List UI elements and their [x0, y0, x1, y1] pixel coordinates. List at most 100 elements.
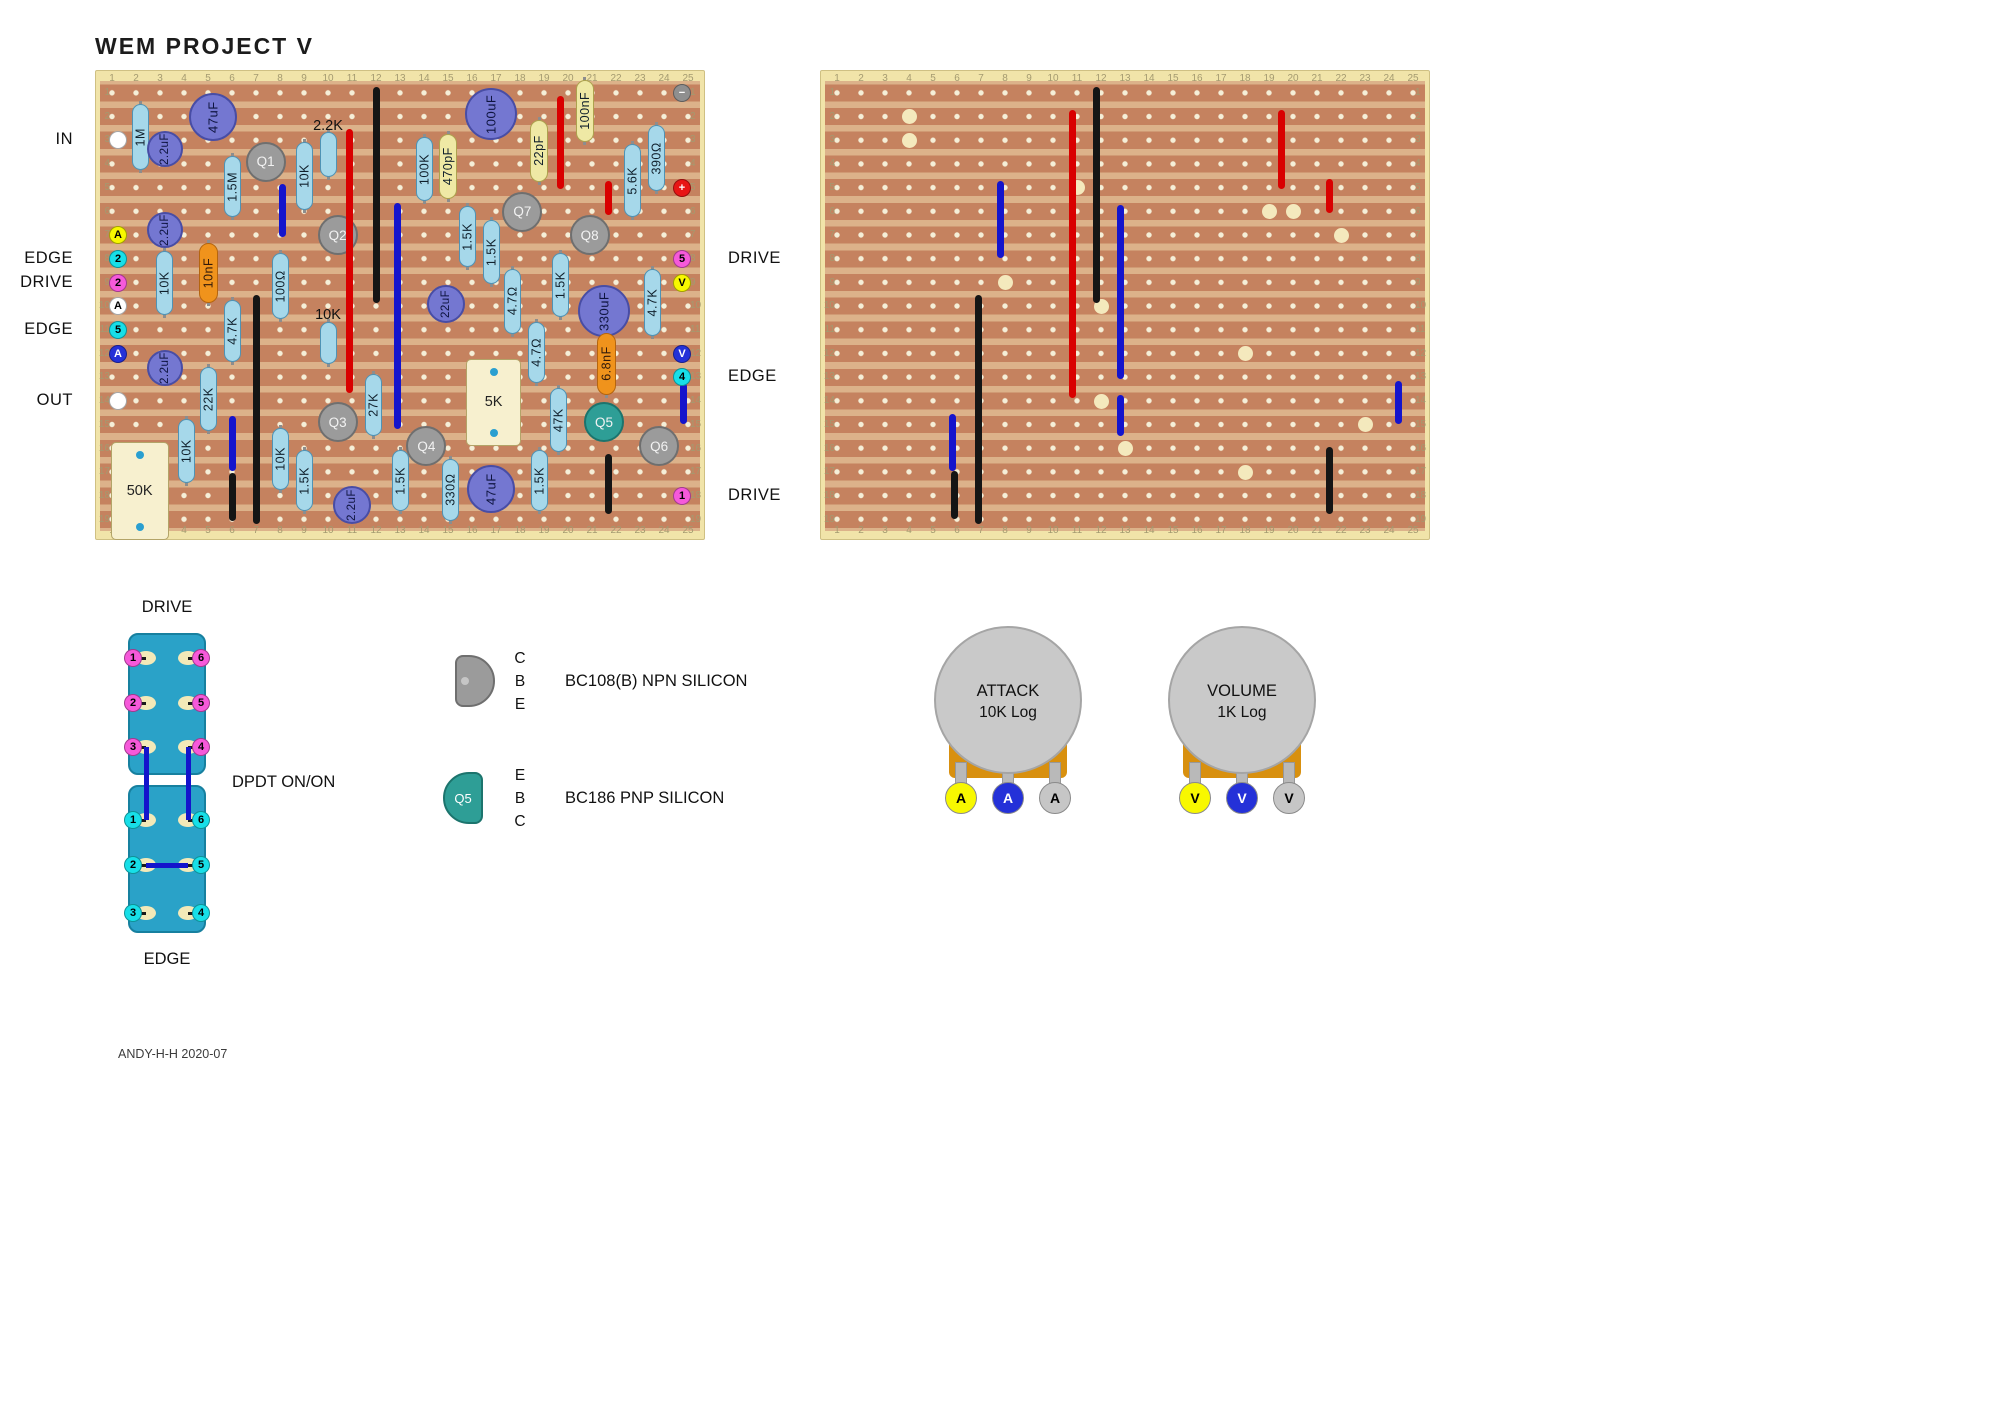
- transistor-Q5: Q5: [584, 402, 624, 443]
- col-number: 2: [858, 73, 864, 84]
- track-cut: [1093, 393, 1109, 409]
- capacitor-330uF: 330uF: [578, 285, 630, 338]
- col-number: 2: [133, 73, 139, 84]
- col-number: 16: [466, 73, 478, 84]
- col-number: 13: [394, 525, 406, 536]
- col-number: 22: [1335, 73, 1347, 84]
- resistor-body: [319, 132, 337, 178]
- component-label: 1.5K: [460, 222, 475, 251]
- component-label: 100Ω: [273, 270, 287, 303]
- component-label: 1.5K: [484, 237, 499, 266]
- col-number: 6: [229, 73, 235, 84]
- capacitor-470pF: 470pF: [439, 134, 457, 199]
- resistor-1.5M: 1.5M: [223, 155, 241, 218]
- component-label: 100uF: [483, 94, 499, 135]
- pot-lug-A-2: A: [1039, 782, 1071, 814]
- track-cut: [901, 132, 917, 148]
- row-number: 7: [1415, 229, 1421, 241]
- trimmer-dot: [489, 367, 498, 376]
- switch-pin: 2: [124, 856, 142, 874]
- pot-value: 10K Log: [979, 704, 1037, 721]
- col-number: 15: [1167, 525, 1179, 536]
- col-number: 24: [658, 73, 670, 84]
- resistor-10K: 10K: [271, 428, 289, 491]
- resistor-5.6K: 5.6K: [624, 143, 642, 218]
- col-number: 11: [1071, 525, 1083, 536]
- resistor-100Ω: 100Ω: [271, 252, 289, 320]
- row-number: 14: [823, 395, 835, 407]
- col-number: 16: [466, 525, 478, 536]
- col-number: 18: [1239, 73, 1251, 84]
- col-number: 4: [181, 73, 187, 84]
- trimmer-dot: [135, 450, 144, 459]
- pad-V: V: [673, 344, 691, 363]
- component-label: 22pF: [532, 135, 547, 167]
- wire-link-black: [951, 470, 959, 519]
- switch-wire: [185, 747, 191, 820]
- row-number: 11: [690, 324, 701, 335]
- component-label: 1.5M: [225, 171, 239, 202]
- resistor-4.7Ω: 4.7Ω: [528, 321, 546, 384]
- col-number: 11: [346, 73, 358, 84]
- row-number: 19: [98, 513, 110, 525]
- col-number: 19: [538, 73, 550, 84]
- pad-A: A: [109, 344, 127, 363]
- col-number: 7: [253, 525, 259, 536]
- col-number: 24: [1383, 73, 1395, 84]
- row-number: 4: [104, 158, 110, 170]
- row-number: 2: [104, 110, 110, 122]
- row-number: 11: [1415, 324, 1426, 335]
- switch-pin: 4: [192, 738, 210, 756]
- pad-A: A: [109, 226, 127, 245]
- col-number: 24: [1383, 525, 1395, 536]
- col-number: 3: [157, 73, 163, 84]
- component-label: 100K: [417, 153, 431, 185]
- row-number: 6: [104, 205, 110, 217]
- row-number: 5: [829, 181, 835, 193]
- capacitor-100uF: 100uF: [465, 88, 518, 141]
- switch-pin: 3: [124, 738, 142, 756]
- col-number: 14: [418, 525, 430, 536]
- pad-5: 5: [673, 249, 691, 268]
- col-number: 18: [514, 73, 526, 84]
- row-number: 8: [829, 252, 835, 264]
- resistor-1.5K: 1.5K: [552, 252, 570, 318]
- col-number: 3: [882, 525, 888, 536]
- trimmer-dot: [489, 428, 498, 437]
- pad-2: 2: [109, 249, 127, 268]
- row-number: 6: [829, 205, 835, 217]
- row-number: 1: [1415, 87, 1421, 98]
- switch-type-label: DPDT ON/ON: [232, 773, 336, 791]
- row-number: 4: [690, 158, 696, 170]
- resistor-100K: 100K: [415, 136, 433, 201]
- capacitor-2.2uF: 2.2uF: [146, 212, 183, 249]
- col-number: 21: [1311, 525, 1323, 536]
- resistor-27K: 27K: [365, 373, 383, 436]
- io-label-out: OUT: [36, 391, 73, 410]
- pad-2: 2: [109, 273, 127, 292]
- row-number: 3: [829, 134, 835, 146]
- row-number: 5: [690, 181, 696, 193]
- switch-pin: 5: [192, 856, 210, 874]
- capacitor-2.2uF: 2.2uF: [333, 486, 371, 525]
- row-number: 5: [1415, 181, 1421, 193]
- component-label: 47uF: [205, 100, 221, 133]
- resistor-body: [319, 321, 337, 365]
- col-number: 12: [370, 525, 382, 536]
- capacitor-10nF: 10nF: [198, 243, 218, 303]
- switch-label-top: DRIVE: [141, 598, 193, 616]
- component-label: 47K: [551, 408, 566, 432]
- component-label: 1.5K: [297, 466, 311, 495]
- key-pin-label: C: [514, 813, 526, 830]
- resistor-10K: 10K: [295, 141, 313, 211]
- switch-pin: 2: [124, 694, 142, 712]
- row-number: 16: [823, 442, 835, 454]
- col-number: 22: [610, 525, 622, 536]
- track-cut: [901, 109, 917, 125]
- resistor-1.5K: 1.5K: [530, 449, 548, 512]
- component-label: 1M: [133, 127, 148, 147]
- io-label-edge: EDGE: [728, 367, 777, 386]
- switch-pin: 1: [124, 649, 142, 667]
- transistor-Q7: Q7: [502, 191, 543, 232]
- row-number: 13: [823, 371, 835, 383]
